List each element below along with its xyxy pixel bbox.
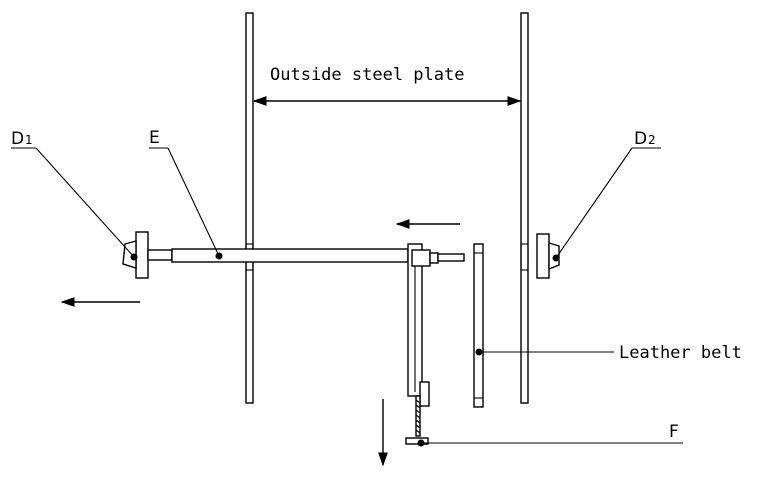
leather-belt <box>473 243 484 408</box>
label-d2: D 2 <box>555 129 661 259</box>
svg-text:F: F <box>669 422 679 442</box>
screw-f <box>405 395 429 447</box>
knob-d2 <box>536 233 560 279</box>
svg-text:1: 1 <box>25 133 33 147</box>
label-e: E <box>149 128 220 257</box>
svg-text:D: D <box>11 129 24 149</box>
svg-text:2: 2 <box>648 133 656 147</box>
svg-text:E: E <box>149 128 160 148</box>
label-f: F <box>421 422 683 444</box>
lever-assembly <box>407 243 465 407</box>
motion-arrows <box>60 219 460 467</box>
plate-spacing-dimension: Outside steel plate <box>252 65 522 106</box>
shaft-e <box>171 248 409 263</box>
outside-steel-plate-label: Outside steel plate <box>270 65 464 85</box>
left-steel-plate <box>245 12 254 404</box>
knob-d1 <box>122 231 173 279</box>
svg-text:D: D <box>634 129 647 149</box>
svg-text:Leather belt: Leather belt <box>619 343 742 363</box>
label-d1: D 1 <box>11 129 135 258</box>
label-leather-belt: Leather belt <box>479 343 742 363</box>
right-steel-plate <box>520 12 529 404</box>
